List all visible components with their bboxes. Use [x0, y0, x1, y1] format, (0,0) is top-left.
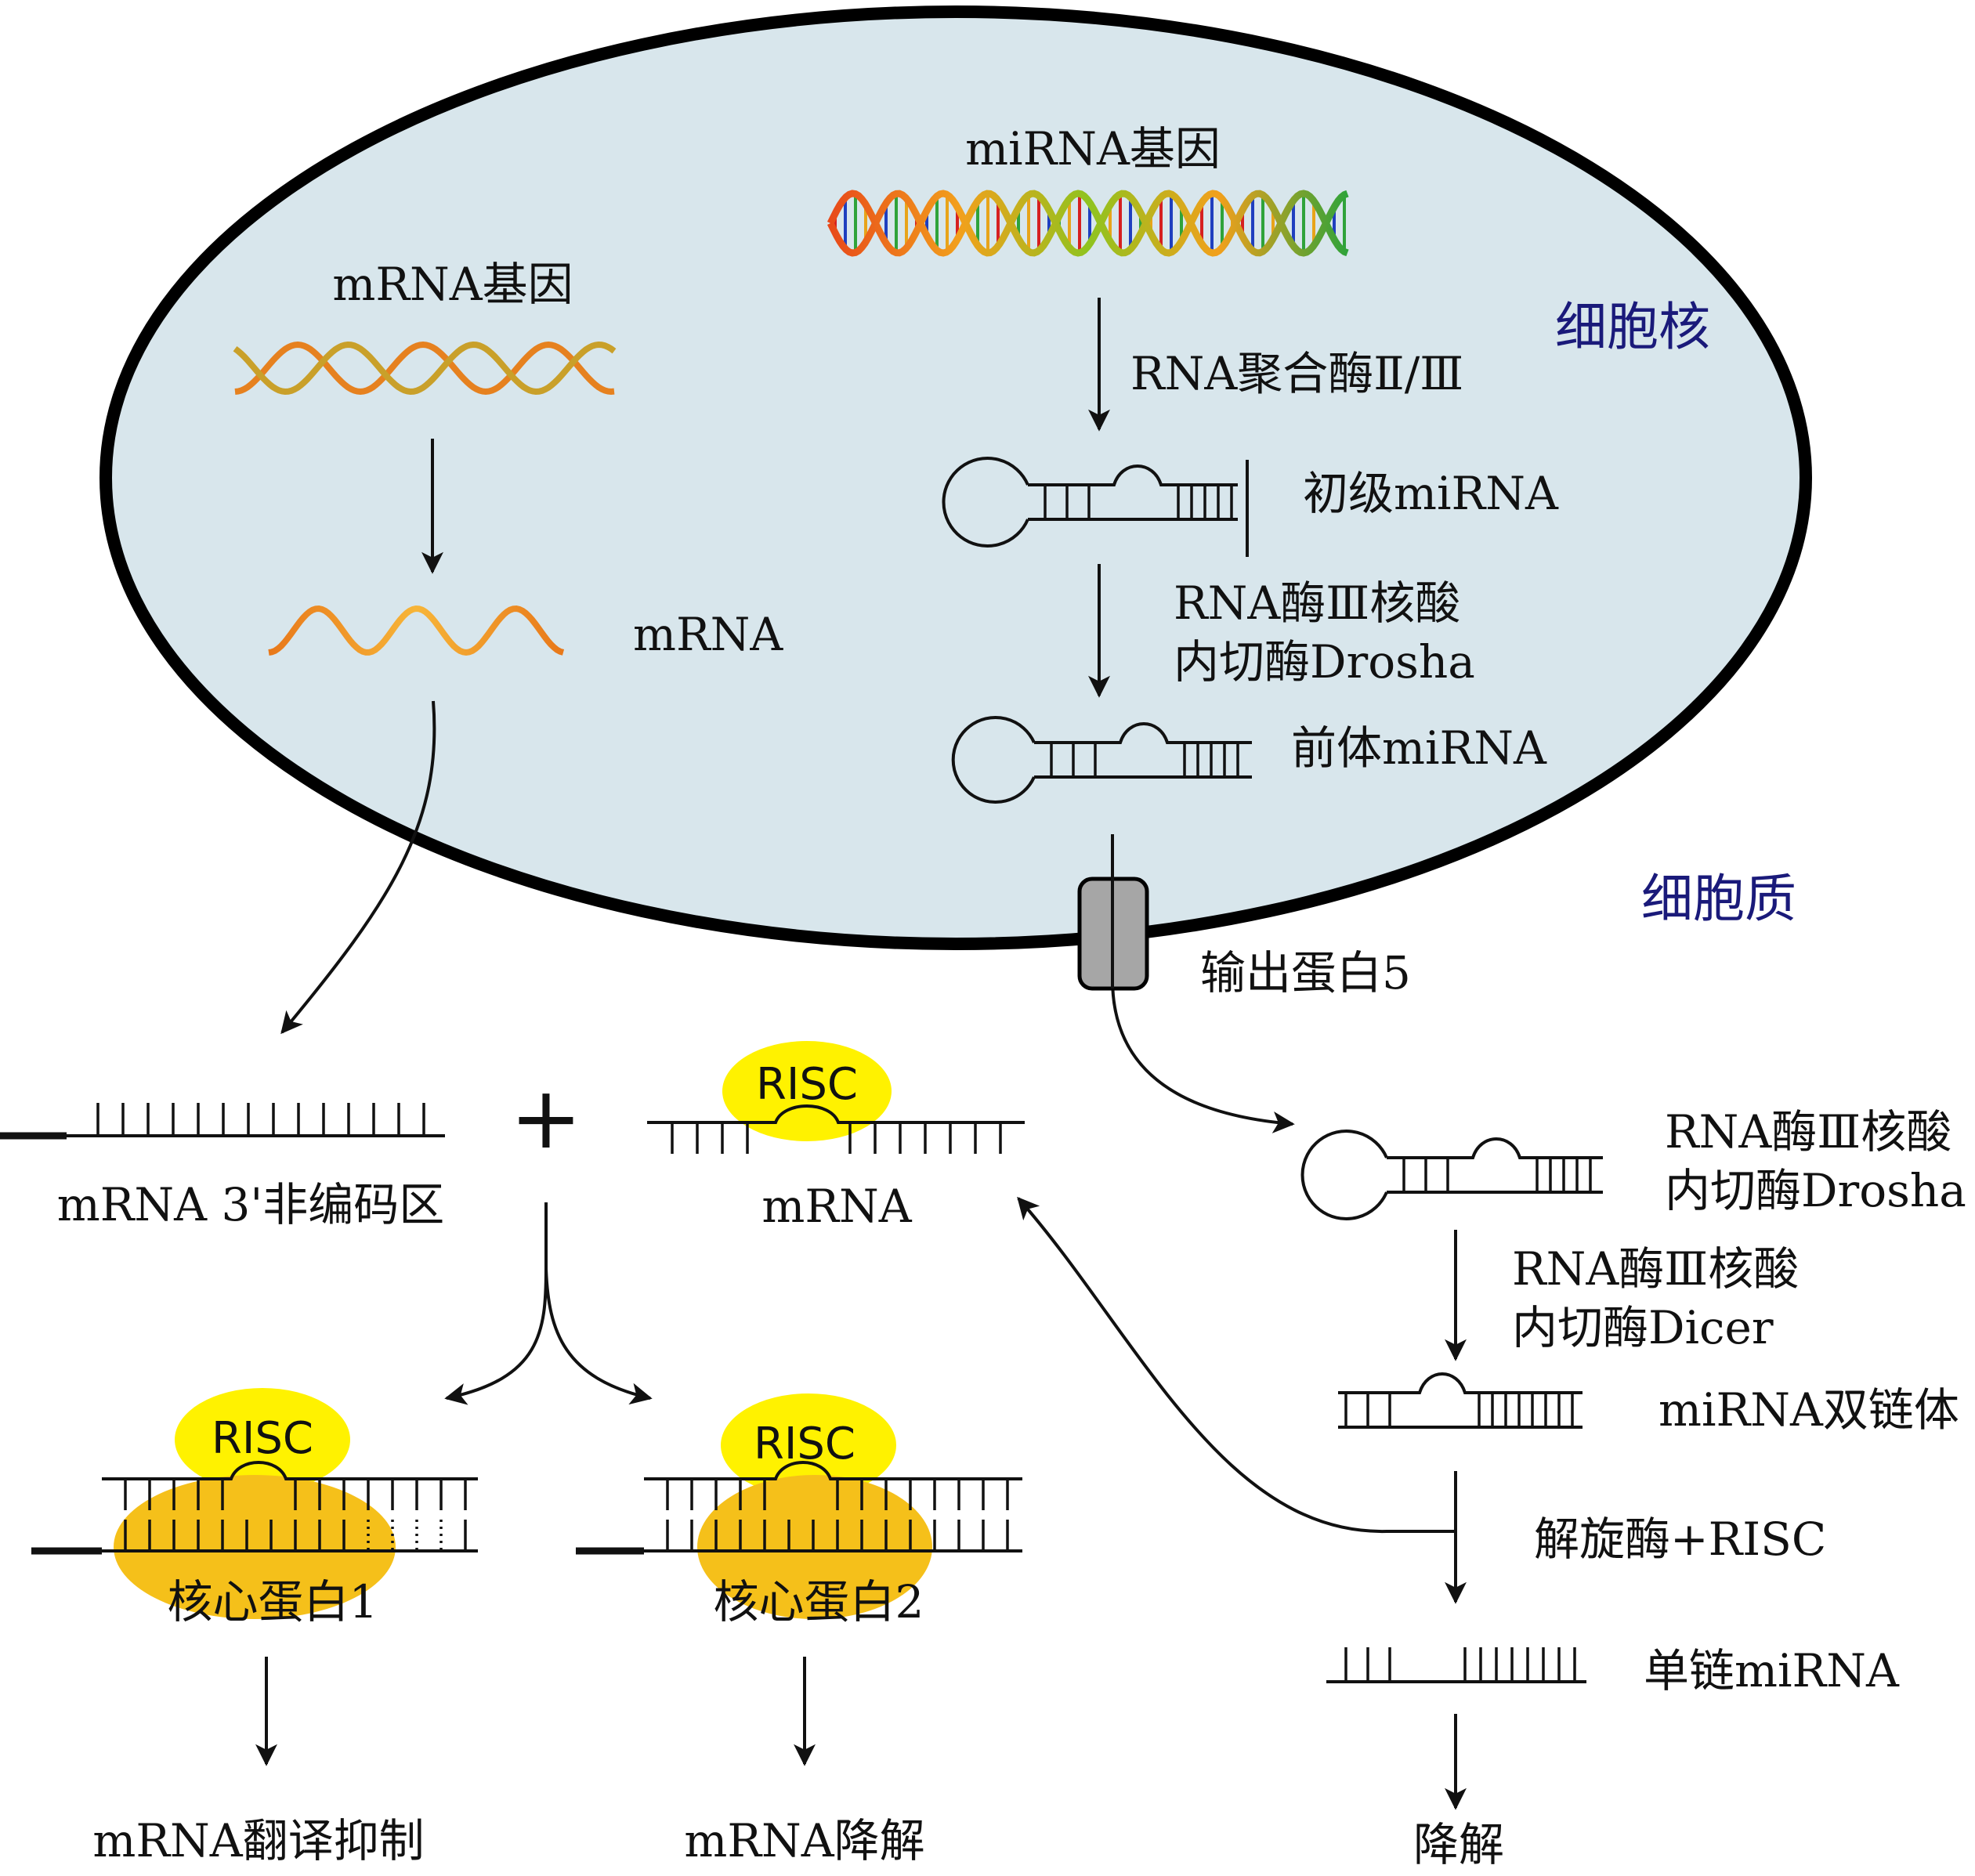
arrow-pre-mirna-export	[1111, 834, 1295, 1133]
label-drosha2-line1: RNA酶Ⅲ核酸	[1665, 1105, 1951, 1158]
arrow-split-left	[444, 1202, 548, 1405]
arrow-split-right	[544, 1268, 653, 1405]
hairpin-icon	[951, 716, 1252, 804]
rna-wave-icon	[233, 341, 617, 396]
core-protein-1-icon	[114, 1475, 396, 1619]
label-degradation: 降解	[1413, 1818, 1504, 1871]
risc-complex-icon	[175, 1388, 350, 1491]
mirna-duplex-icon	[1338, 1372, 1583, 1429]
label-risc-left: RISC	[212, 1413, 313, 1464]
mrna-3utr-strand-icon	[0, 1103, 445, 1140]
label-drosha-line2: 内切酶Drosha	[1174, 635, 1475, 689]
label-pri-mirna: 初级miRNA	[1303, 467, 1559, 520]
label-mrna-mid: mRNA	[761, 1180, 912, 1233]
label-dicer-line2: 内切酶Dicer	[1512, 1301, 1774, 1354]
plus-sign: +	[510, 1068, 582, 1168]
risc-complex-icon	[721, 1393, 896, 1497]
label-exportin: 输出蛋白5	[1200, 946, 1411, 999]
risc-mrna-strand-icon	[647, 1104, 1025, 1154]
label-mirna-gene: miRNA基因	[965, 122, 1221, 175]
risc-complex-icon	[722, 1041, 892, 1141]
arrow-mrna-export	[280, 700, 436, 1035]
label-drosha2-line2: 内切酶Drosha	[1665, 1164, 1966, 1217]
label-core2: 核心蛋白2	[714, 1575, 924, 1628]
label-translation-repression: mRNA翻译抑制	[92, 1814, 424, 1867]
label-helicase: 解旋酶+RISC	[1534, 1513, 1826, 1566]
label-mrna-nucleus: mRNA	[633, 608, 783, 661]
label-drosha-line1: RNA酶Ⅲ核酸	[1174, 577, 1460, 630]
complex-2-strands-icon	[576, 1461, 1022, 1555]
label-mrna-degradation: mRNA降解	[684, 1814, 924, 1867]
label-core1: 核心蛋白1	[168, 1575, 378, 1628]
label-risc-right: RISC	[754, 1419, 855, 1469]
label-pol: RNA聚合酶Ⅱ/Ⅲ	[1130, 347, 1463, 400]
label-single-strand: 单链miRNA	[1644, 1644, 1900, 1697]
dna-helix-icon	[827, 190, 1349, 257]
label-risc-top: RISC	[756, 1059, 858, 1110]
rna-wave-icon	[268, 605, 565, 656]
label-mrna-gene: mRNA基因	[332, 258, 573, 311]
hairpin-icon	[1300, 1130, 1603, 1220]
label-dicer-line1: RNA酶Ⅲ核酸	[1512, 1242, 1799, 1296]
complex-1-strands-icon	[31, 1461, 478, 1555]
single-strand-mirna-icon	[1326, 1647, 1586, 1683]
label-cytoplasm: 细胞质	[1641, 869, 1796, 929]
nucleus-membrane	[99, 5, 1812, 950]
core-protein-2-icon	[697, 1475, 932, 1619]
label-duplex: miRNA双链体	[1658, 1383, 1959, 1437]
label-nucleus: 细胞核	[1555, 297, 1710, 357]
hairpin-icon	[942, 457, 1249, 557]
label-pre-mirna: 前体miRNA	[1291, 721, 1547, 775]
label-mrna-3utr: mRNA 3'非编码区	[57, 1178, 445, 1231]
arrow-risc-loading	[1017, 1196, 1456, 1534]
